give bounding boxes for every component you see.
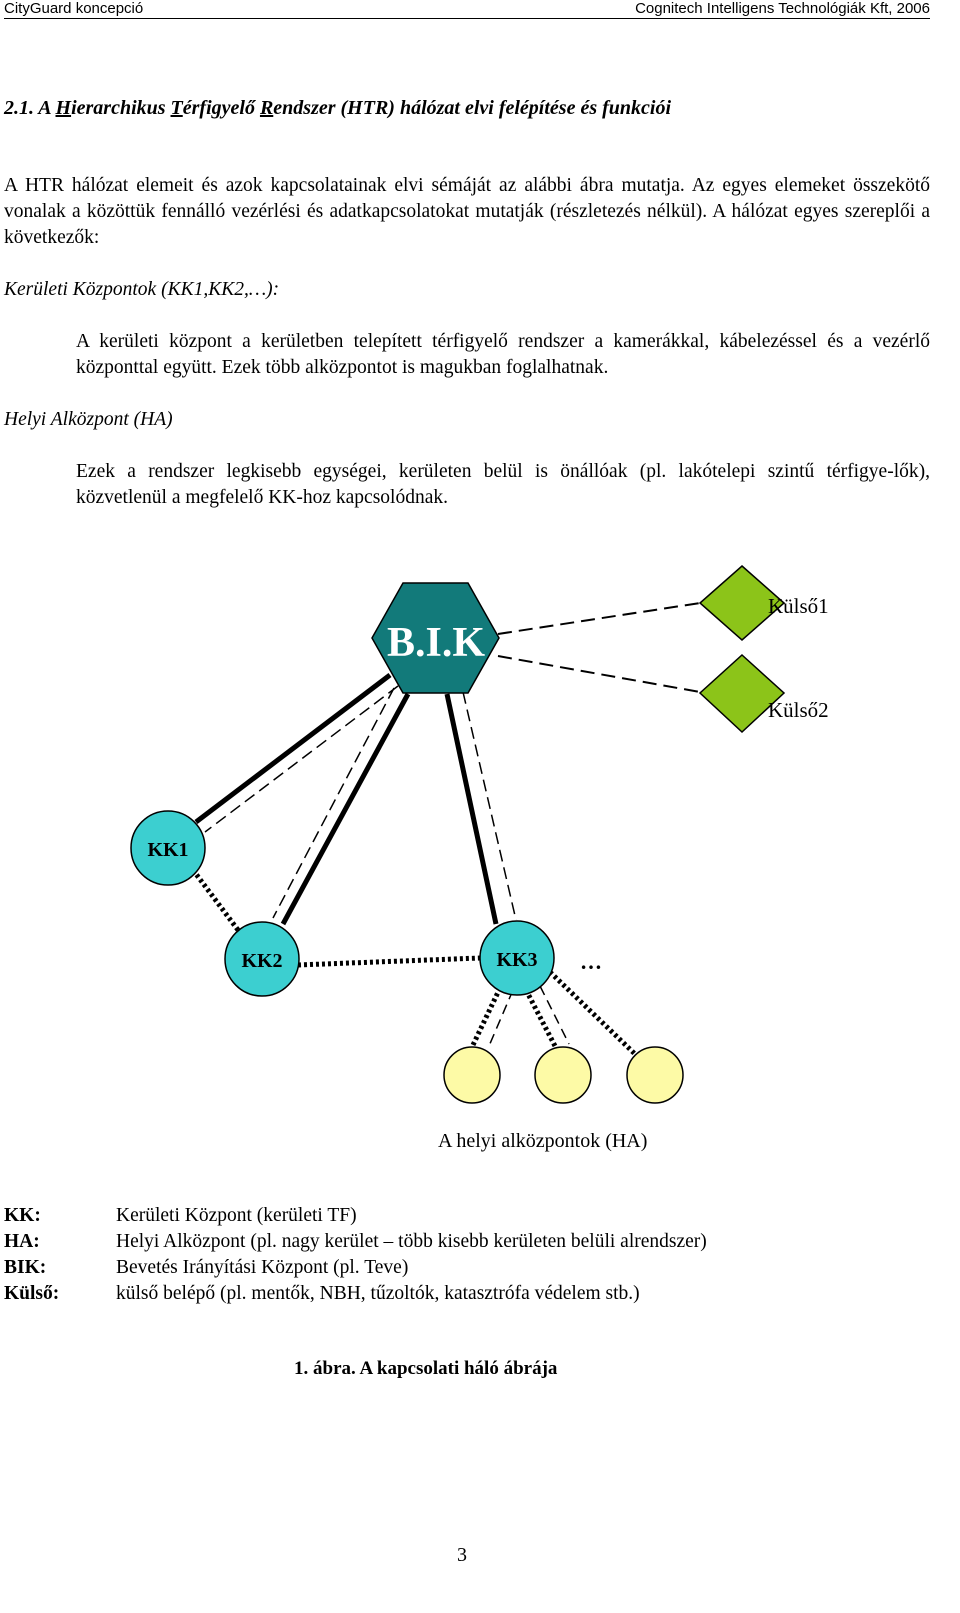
kulso1-diamond bbox=[698, 565, 786, 641]
kk-description: A kerületi központ a kerületben telepíte… bbox=[76, 331, 930, 378]
legend-value: külső belépő (pl. mentők, NBH, tűzoltók,… bbox=[116, 1283, 640, 1304]
legend-key: HA: bbox=[4, 1231, 40, 1252]
link-bik-kk2-dashed bbox=[272, 687, 395, 919]
link-kk3-ha2-dashed bbox=[539, 985, 570, 1045]
kk-title: Kerületi Központok (KK1,KK2,…): bbox=[4, 279, 280, 300]
ha-node-3 bbox=[626, 1046, 684, 1104]
kulso1-label: Külső1 bbox=[768, 594, 829, 618]
legend-value: Bevetés Irányítási Központ (pl. Teve) bbox=[116, 1257, 409, 1278]
intro-paragraph: A HTR hálózat elemeit és azok kapcsolata… bbox=[4, 175, 930, 248]
more-ellipsis: … bbox=[580, 949, 602, 974]
link-bik-kk2-solid bbox=[280, 692, 411, 926]
bik-hexagon bbox=[371, 582, 500, 694]
ha-title: Helyi Alközpont (HA) bbox=[4, 409, 173, 430]
link-kk3-ha2-dotted bbox=[523, 988, 558, 1048]
section-heading: 2.1. A Hierarchikus Térfigyelő Rendszer … bbox=[4, 97, 672, 119]
kk2-node bbox=[224, 921, 300, 997]
link-kk3-ha1-dashed bbox=[488, 989, 514, 1047]
page-header: CityGuard koncepció Cognitech Intelligen… bbox=[4, 0, 930, 19]
link-bik-kulso2 bbox=[497, 655, 701, 693]
ha-description: Ezek a rendszer legkisebb egységei, kerü… bbox=[76, 461, 930, 508]
legend-value: Kerületi Központ (kerületi TF) bbox=[116, 1205, 357, 1226]
kulso2-label: Külső2 bbox=[768, 698, 829, 722]
link-bik-kk1-solid bbox=[194, 673, 392, 824]
figure-caption: 1. ábra. A kapcsolati háló ábrája bbox=[294, 1358, 558, 1379]
kk2-label: KK2 bbox=[241, 950, 282, 972]
page-number: 3 bbox=[457, 1544, 467, 1566]
link-kk3-ha1-dotted bbox=[470, 986, 503, 1047]
kulso2-diamond bbox=[698, 653, 786, 734]
legend-key: BIK: bbox=[4, 1257, 47, 1278]
legend-key: Külső: bbox=[4, 1283, 60, 1304]
kk1-node bbox=[130, 810, 206, 886]
kk3-label: KK3 bbox=[496, 949, 537, 971]
ha-group-label: A helyi alközpontok (HA) bbox=[438, 1130, 647, 1152]
link-bik-kk1-dashed bbox=[204, 685, 399, 833]
header-right: Cognitech Intelligens Technológiák Kft, … bbox=[635, 0, 930, 17]
ha-node-2 bbox=[534, 1046, 592, 1104]
link-bik-kk3-solid bbox=[444, 693, 499, 925]
link-bik-kk3-dashed bbox=[462, 691, 517, 921]
legend-key: KK: bbox=[4, 1205, 41, 1226]
header-left: CityGuard koncepció bbox=[4, 0, 144, 17]
link-kk2-kk3 bbox=[297, 955, 481, 968]
bik-label: B.I.K bbox=[387, 620, 485, 666]
link-bik-kulso1 bbox=[497, 602, 701, 635]
legend-value: Helyi Alközpont (pl. nagy kerület – több… bbox=[116, 1231, 707, 1252]
kk3-node bbox=[479, 920, 555, 996]
link-kk3-ha3 bbox=[548, 970, 638, 1057]
ha-node-1 bbox=[443, 1046, 501, 1104]
kk1-label: KK1 bbox=[147, 839, 188, 861]
link-kk1-kk2 bbox=[191, 868, 240, 932]
